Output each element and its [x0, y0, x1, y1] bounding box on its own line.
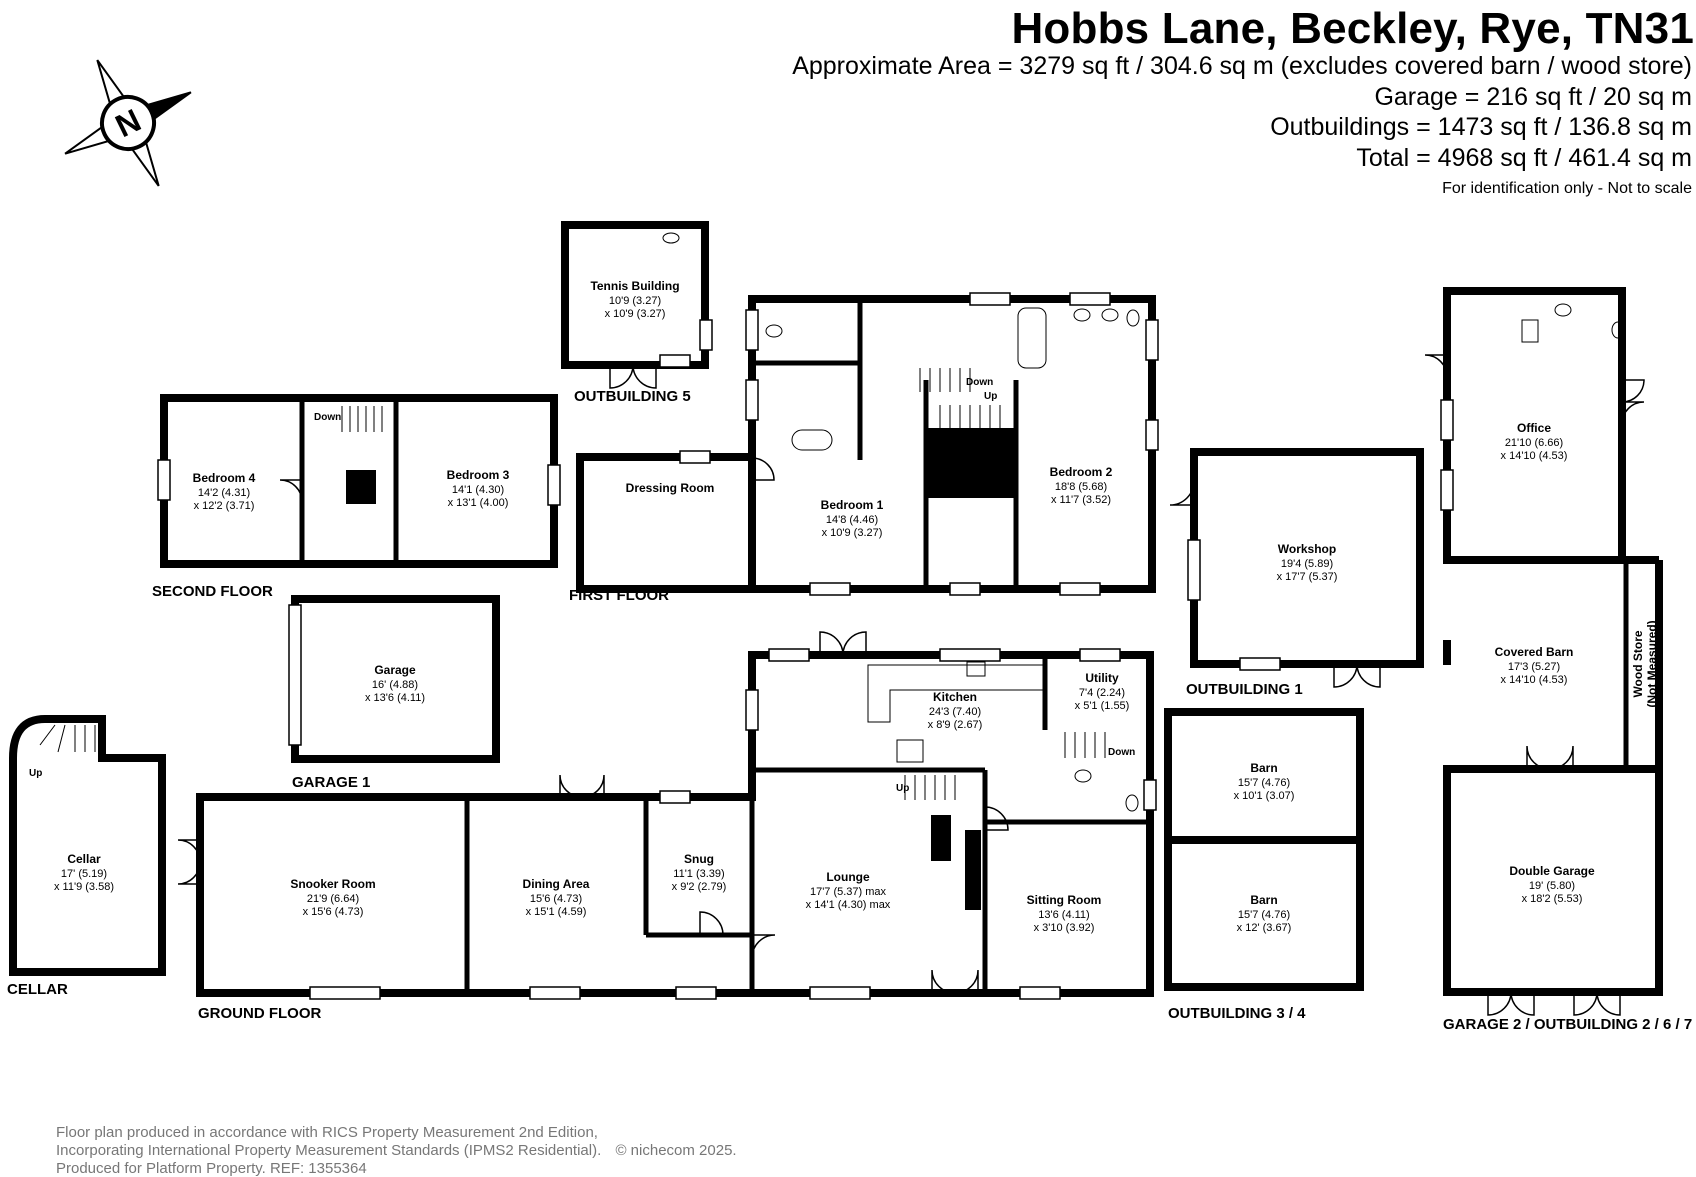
room-workshop-dim2: x 17'7 (5.37) [1277, 571, 1338, 583]
room-double-garage-dim2: x 18'2 (5.53) [1522, 893, 1583, 905]
room-bedroom4-name: Bedroom 4 [193, 471, 256, 485]
covered-barn-walls [1443, 556, 1663, 769]
footer-line2-text: Incorporating International Property Mea… [56, 1142, 602, 1159]
stair-treads [39, 368, 1106, 800]
room-utility-dim1: 7'4 (2.24) [1079, 687, 1125, 699]
label-garage1: GARAGE 1 [292, 774, 370, 791]
compass-icon: N [64, 59, 192, 187]
room-covered-barn-name: Covered Barn [1495, 645, 1574, 659]
scale-note: For identification only - Not to scale [1442, 180, 1692, 197]
room-tennis-name: Tennis Building [590, 279, 679, 293]
room-snug-name: Snug [684, 852, 714, 866]
room-snug-dim2: x 9'2 (2.79) [672, 881, 727, 893]
total-area: Total = 4968 sq ft / 461.4 sq m [1356, 144, 1692, 172]
room-office-dim1: 21'10 (6.66) [1505, 437, 1563, 449]
room-workshop-name: Workshop [1278, 542, 1336, 556]
label-outbuilding1: OUTBUILDING 1 [1186, 681, 1303, 698]
room-lounge-dim2: x 14'1 (4.30) max [806, 899, 891, 911]
room-double-garage-name: Double Garage [1509, 864, 1595, 878]
room-cellar-dim2: x 11'9 (3.58) [54, 881, 114, 893]
label-outbuilding5: OUTBUILDING 5 [574, 388, 691, 405]
room-sitting-dim1: 13'6 (4.11) [1038, 909, 1089, 921]
approx-area: Approximate Area = 3279 sq ft / 304.6 sq… [792, 52, 1692, 80]
room-tennis-dim2: x 10'9 (3.27) [605, 308, 666, 320]
footer-line3: Produced for Platform Property. REF: 135… [56, 1160, 367, 1177]
room-snooker-name: Snooker Room [290, 877, 375, 891]
footer-copyright: © nichecom 2025. [615, 1142, 737, 1159]
windows [157, 292, 1454, 1000]
room-utility-name: Utility [1085, 671, 1119, 685]
stair-up-first: Up [984, 391, 997, 402]
room-tennis-dim1: 10'9 (3.27) [609, 295, 661, 307]
room-wood-store-name: Wood Store [1631, 630, 1645, 697]
room-barn2-dim1: 15'7 (4.76) [1238, 909, 1290, 921]
room-bedroom3-dim2: x 13'1 (4.00) [448, 497, 509, 509]
stair-fills [346, 428, 1016, 910]
room-barn1-dim1: 15'7 (4.76) [1238, 777, 1290, 789]
room-sitting-dim2: x 3'10 (3.92) [1034, 922, 1095, 934]
room-garage-dim2: x 13'6 (4.11) [365, 692, 425, 704]
label-garage2: GARAGE 2 / OUTBUILDING 2 / 6 / 7 [1443, 1016, 1692, 1033]
room-bedroom2-dim1: 18'8 (5.68) [1055, 481, 1107, 493]
room-barn1-dim2: x 10'1 (3.07) [1234, 790, 1295, 802]
footer-line1: Floor plan produced in accordance with R… [56, 1124, 598, 1141]
label-outbuilding34: OUTBUILDING 3 / 4 [1168, 1005, 1306, 1022]
room-cellar-dim1: 17' (5.19) [61, 868, 107, 880]
doors [177, 354, 1645, 1016]
room-barn1-name: Barn [1250, 761, 1277, 775]
room-bedroom4-dim1: 14'2 (4.31) [198, 487, 250, 499]
label-second-floor: SECOND FLOOR [152, 583, 273, 600]
label-ground-floor: GROUND FLOOR [198, 1005, 321, 1022]
fixtures [662, 232, 1625, 812]
outbuildings-area: Outbuildings = 1473 sq ft / 136.8 sq m [1270, 113, 1692, 141]
room-bedroom3-dim1: 14'1 (4.30) [452, 484, 504, 496]
stair-up-ground: Up [896, 783, 909, 794]
room-bedroom3-name: Bedroom 3 [447, 468, 510, 482]
room-dressing-name: Dressing Room [626, 481, 715, 495]
label-first-floor: FIRST FLOOR [569, 587, 669, 604]
room-snooker-dim2: x 15'6 (4.73) [303, 906, 364, 918]
room-bedroom1-name: Bedroom 1 [821, 498, 884, 512]
room-bedroom2-dim2: x 11'7 (3.52) [1051, 494, 1111, 506]
room-lounge-name: Lounge [826, 870, 870, 884]
room-garage-dim1: 16' (4.88) [372, 679, 418, 691]
room-dining-dim1: 15'6 (4.73) [530, 893, 582, 905]
room-sitting-name: Sitting Room [1027, 893, 1102, 907]
stair-up-cellar: Up [29, 768, 42, 779]
room-office-name: Office [1517, 421, 1551, 435]
room-lounge-dim1: 17'7 (5.37) max [810, 886, 887, 898]
room-snug-dim1: 11'1 (3.39) [673, 868, 724, 880]
room-covered-barn-dim1: 17'3 (5.27) [1508, 661, 1560, 673]
property-title: Hobbs Lane, Beckley, Rye, TN31 [1011, 4, 1694, 53]
room-utility-dim2: x 5'1 (1.55) [1075, 700, 1130, 712]
stair-down-first: Down [966, 377, 993, 388]
garage-area: Garage = 216 sq ft / 20 sq m [1374, 83, 1692, 111]
stair-down-second: Down [314, 412, 341, 423]
room-bedroom4-dim2: x 12'2 (3.71) [194, 500, 255, 512]
room-office-dim2: x 14'10 (4.53) [1501, 450, 1568, 462]
footer-line2: Incorporating International Property Mea… [56, 1142, 737, 1159]
room-covered-barn-dim2: x 14'10 (4.53) [1501, 674, 1568, 686]
stair-down-utility: Down [1108, 747, 1135, 758]
room-barn2-dim2: x 12' (3.67) [1237, 922, 1292, 934]
label-cellar: CELLAR [7, 981, 68, 998]
room-garage-name: Garage [374, 663, 416, 677]
room-kitchen-dim2: x 8'9 (2.67) [928, 719, 983, 731]
room-kitchen-dim1: 24'3 (7.40) [929, 706, 981, 718]
room-kitchen-name: Kitchen [933, 690, 977, 704]
room-wood-store-note: (Not Measured) [1645, 620, 1659, 707]
room-workshop-dim1: 19'4 (5.89) [1281, 558, 1333, 570]
room-cellar-name: Cellar [67, 852, 101, 866]
room-bedroom2-name: Bedroom 2 [1050, 465, 1113, 479]
room-dining-dim2: x 15'1 (4.59) [526, 906, 587, 918]
room-double-garage-dim1: 19' (5.80) [1529, 880, 1575, 892]
room-bedroom1-dim2: x 10'9 (3.27) [822, 527, 883, 539]
room-snooker-dim1: 21'9 (6.64) [307, 893, 359, 905]
room-dining-name: Dining Area [523, 877, 590, 891]
room-bedroom1-dim1: 14'8 (4.46) [826, 514, 878, 526]
room-barn2-name: Barn [1250, 893, 1277, 907]
